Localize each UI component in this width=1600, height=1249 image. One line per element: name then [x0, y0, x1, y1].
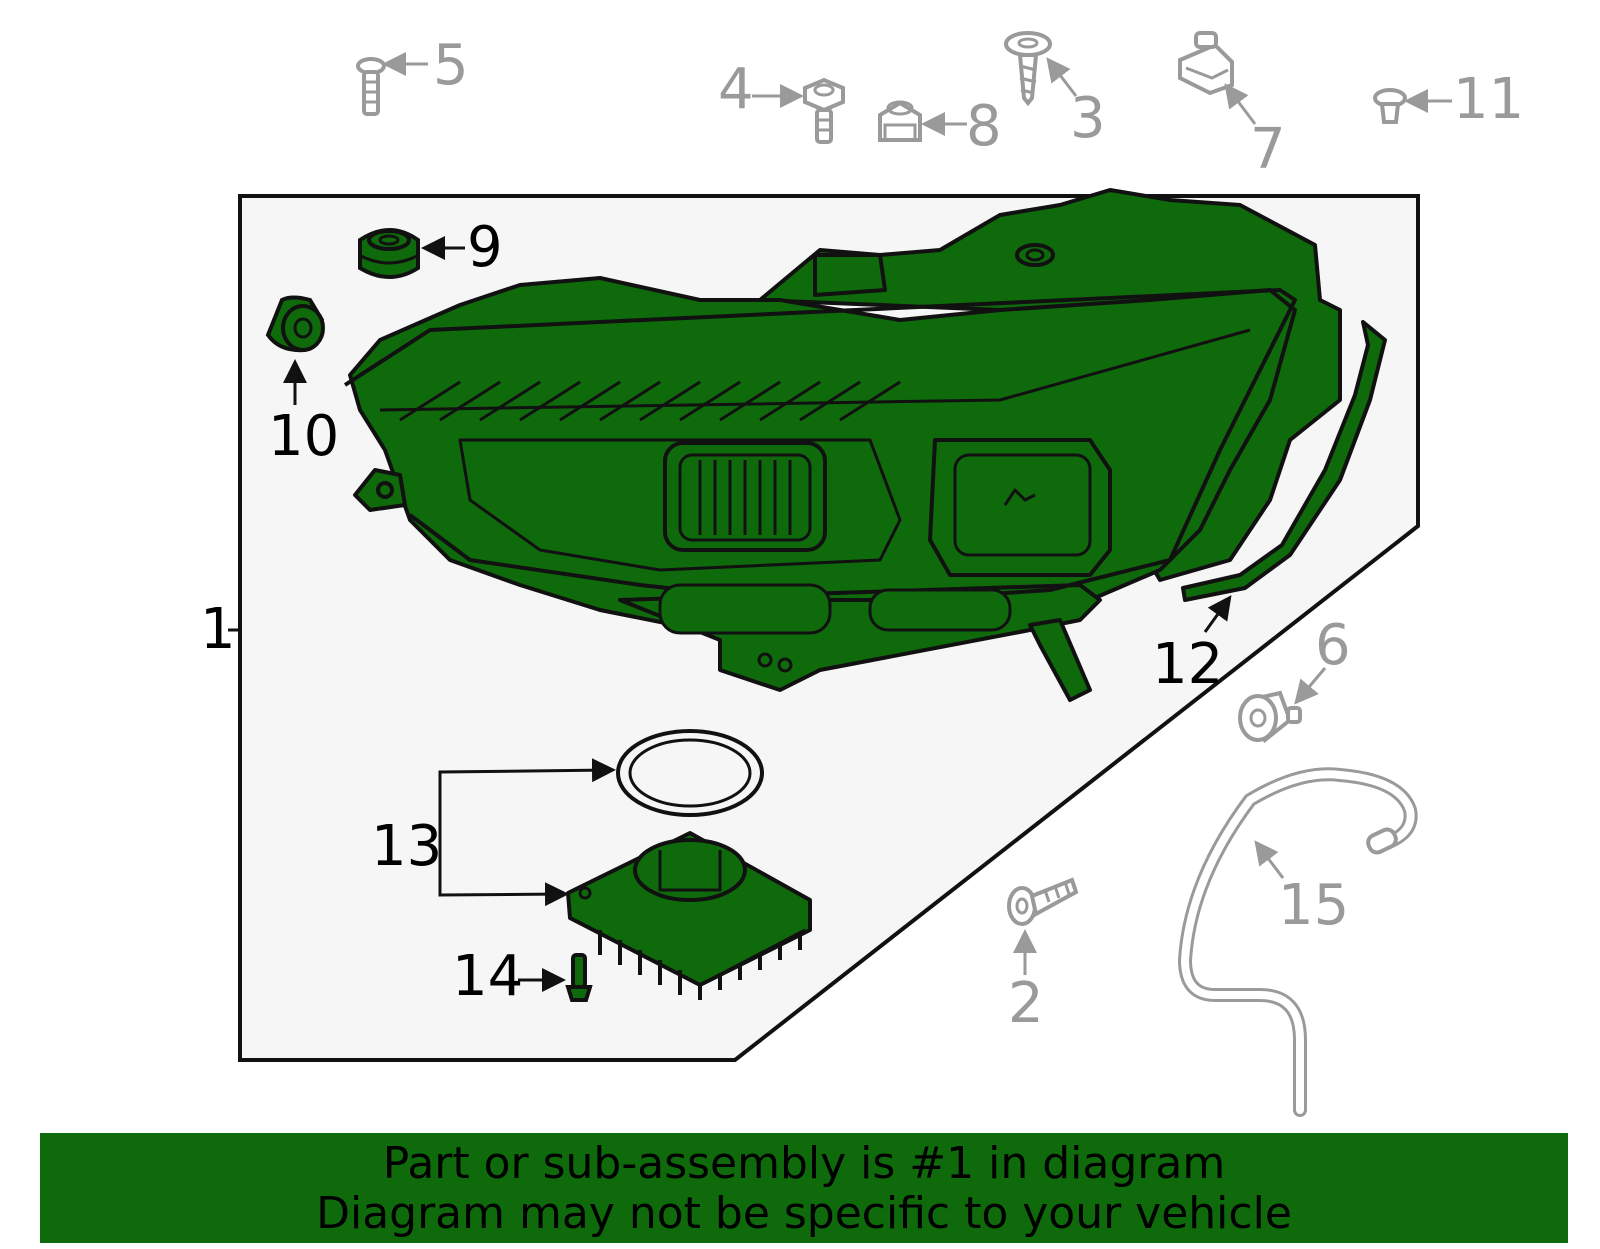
callout-6: 6: [1315, 613, 1351, 678]
notice-line-1: Part or sub-assembly is #1 in diagram: [382, 1138, 1226, 1189]
grommet-part-10[interactable]: [265, 295, 325, 353]
callout-5: 5: [433, 33, 469, 98]
diagram-notice-banner: Part or sub-assembly is #1 in diagram Di…: [40, 1133, 1568, 1243]
leader-lines: [228, 52, 1452, 992]
gasket-ring-part-13[interactable]: [616, 729, 764, 817]
clip-nut-part-7[interactable]: [1178, 31, 1234, 96]
headlamp-assembly[interactable]: [343, 188, 1342, 702]
callout-1: 1: [200, 597, 236, 662]
callout-4: 4: [718, 57, 754, 122]
push-pin-part-11[interactable]: [1373, 88, 1407, 124]
screw-part-2[interactable]: [1007, 877, 1079, 926]
callout-3: 3: [1070, 86, 1106, 151]
seal-strip-part-12[interactable]: [1181, 320, 1387, 602]
control-module-part-13[interactable]: [566, 831, 812, 1000]
callout-9: 9: [467, 215, 503, 280]
callout-2: 2: [1008, 971, 1044, 1036]
clip-nut-part-8[interactable]: [878, 100, 922, 142]
grommet-part-6[interactable]: [1238, 690, 1302, 744]
grommet-part-9[interactable]: [358, 228, 420, 279]
screw-part-3[interactable]: [1004, 31, 1052, 107]
callout-12: 12: [1152, 632, 1223, 697]
screw-part-14[interactable]: [565, 953, 593, 1002]
bolt-part-4[interactable]: [803, 77, 845, 144]
bolt-part-5[interactable]: [356, 57, 386, 116]
callout-8: 8: [966, 94, 1002, 159]
callout-10: 10: [268, 404, 339, 469]
callout-14: 14: [452, 944, 523, 1009]
callout-15: 15: [1278, 873, 1349, 938]
wiring-harness-part-15[interactable]: [1177, 767, 1418, 1117]
callout-7: 7: [1250, 117, 1286, 182]
callout-11: 11: [1453, 67, 1524, 132]
callout-labels: 1 2 3 4 5 6 7 8 9 10 11 12 13 14 15: [200, 33, 1524, 1036]
callout-13: 13: [371, 814, 442, 879]
notice-line-2: Diagram may not be specific to your vehi…: [316, 1188, 1292, 1239]
